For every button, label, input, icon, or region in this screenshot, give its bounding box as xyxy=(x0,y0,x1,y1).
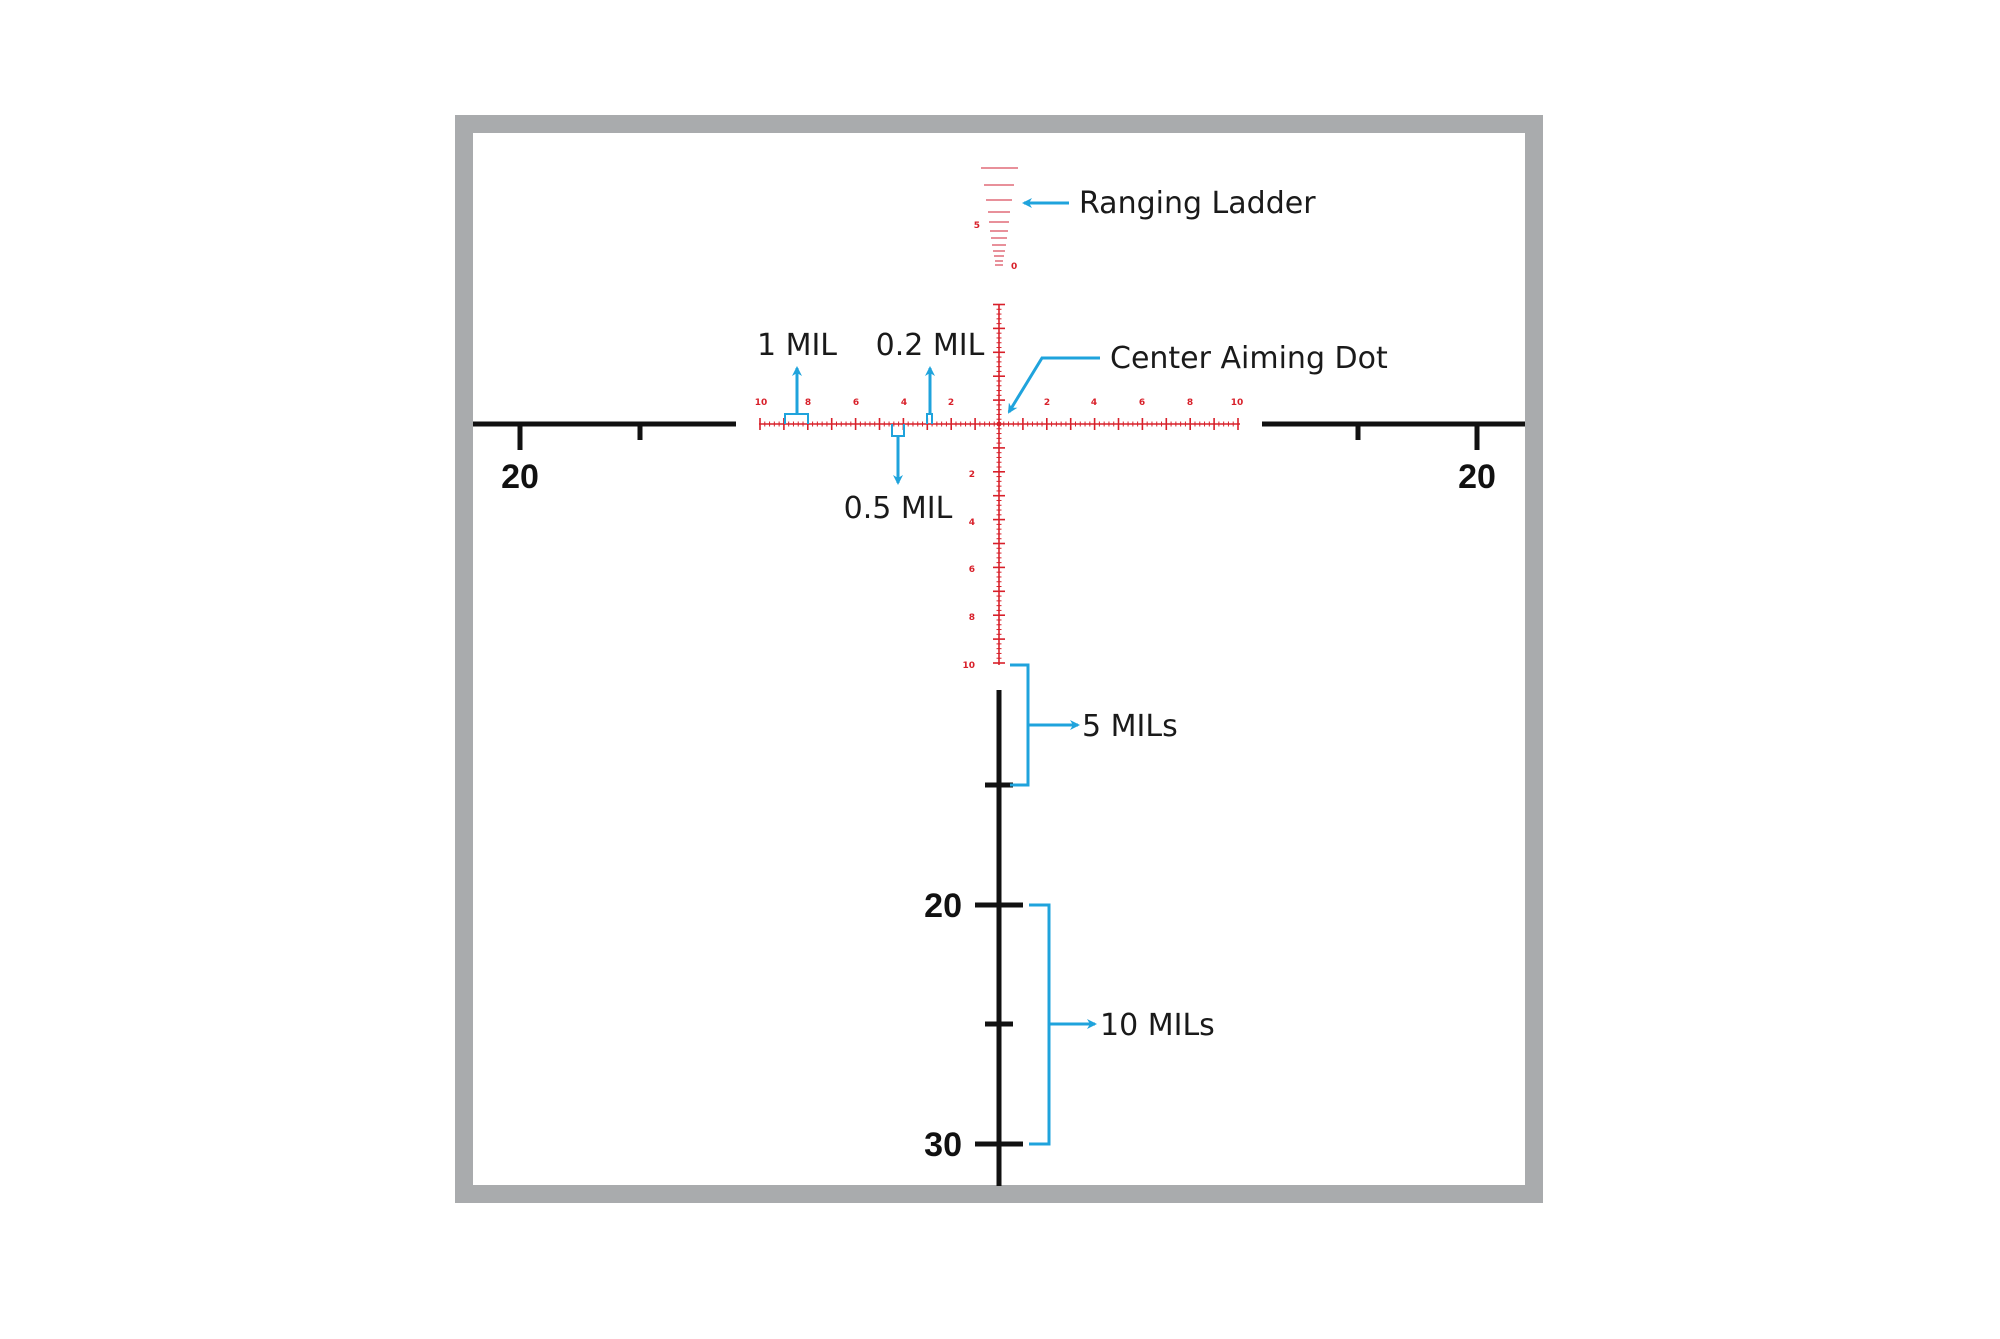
horizontal-post-right xyxy=(1262,421,1525,450)
scale-down-4: 4 xyxy=(969,518,975,528)
scale-left-10: 10 xyxy=(755,398,768,408)
callout-one-mil-label: 1 MIL xyxy=(757,328,837,363)
callout-center-aiming-dot: Center Aiming Dot xyxy=(1007,341,1388,414)
reticle-ticks xyxy=(759,303,1239,664)
horizontal-post-right-label: 20 xyxy=(1458,458,1496,496)
vertical-post-label-30: 30 xyxy=(924,1126,962,1164)
callout-point-two-mil-label: 0.2 MIL xyxy=(876,328,985,363)
callout-ranging-ladder-label: Ranging Ladder xyxy=(1079,186,1316,221)
scale-right-4: 4 xyxy=(1091,398,1097,408)
scale-left-6: 6 xyxy=(853,398,859,408)
vertical-post-label-20: 20 xyxy=(924,887,962,925)
callout-point-two-mil: 0.2 MIL xyxy=(876,328,985,424)
ladder-label-0: 0 xyxy=(1011,262,1017,272)
scale-down-8: 8 xyxy=(969,613,975,623)
callout-one-mil: 1 MIL xyxy=(757,328,837,424)
scale-right-8: 8 xyxy=(1187,398,1193,408)
callout-five-mils-label: 5 MILs xyxy=(1082,709,1178,744)
callout-center-aiming-dot-label: Center Aiming Dot xyxy=(1110,341,1388,376)
callout-ranging-ladder: Ranging Ladder xyxy=(1022,186,1316,221)
scale-right-10: 10 xyxy=(1231,398,1244,408)
scale-right-6: 6 xyxy=(1139,398,1145,408)
callout-point-five-mil-label: 0.5 MIL xyxy=(844,491,953,526)
scale-left-4: 4 xyxy=(901,398,907,408)
callout-five-mils: 5 MILs xyxy=(1010,663,1178,787)
scale-left-2: 2 xyxy=(948,398,954,408)
scale-down-2: 2 xyxy=(969,470,975,480)
horizontal-post-left xyxy=(473,421,736,450)
horizontal-post-left-label: 20 xyxy=(501,458,539,496)
callout-ten-mils: 10 MILs xyxy=(1029,903,1215,1146)
scale-down-6: 6 xyxy=(969,565,975,575)
callout-point-five-mil: 0.5 MIL xyxy=(844,424,953,526)
red-reticle xyxy=(759,305,1240,665)
center-aiming-dot xyxy=(996,421,1002,427)
scale-right-2: 2 xyxy=(1044,398,1050,408)
callout-ten-mils-label: 10 MILs xyxy=(1100,1008,1215,1043)
scale-left-8: 8 xyxy=(805,398,811,408)
ladder-label-5: 5 xyxy=(974,221,980,231)
ranging-ladder: 5 0 xyxy=(974,167,1018,272)
scale-down-10: 10 xyxy=(962,661,975,671)
vertical-post xyxy=(975,690,1023,1186)
